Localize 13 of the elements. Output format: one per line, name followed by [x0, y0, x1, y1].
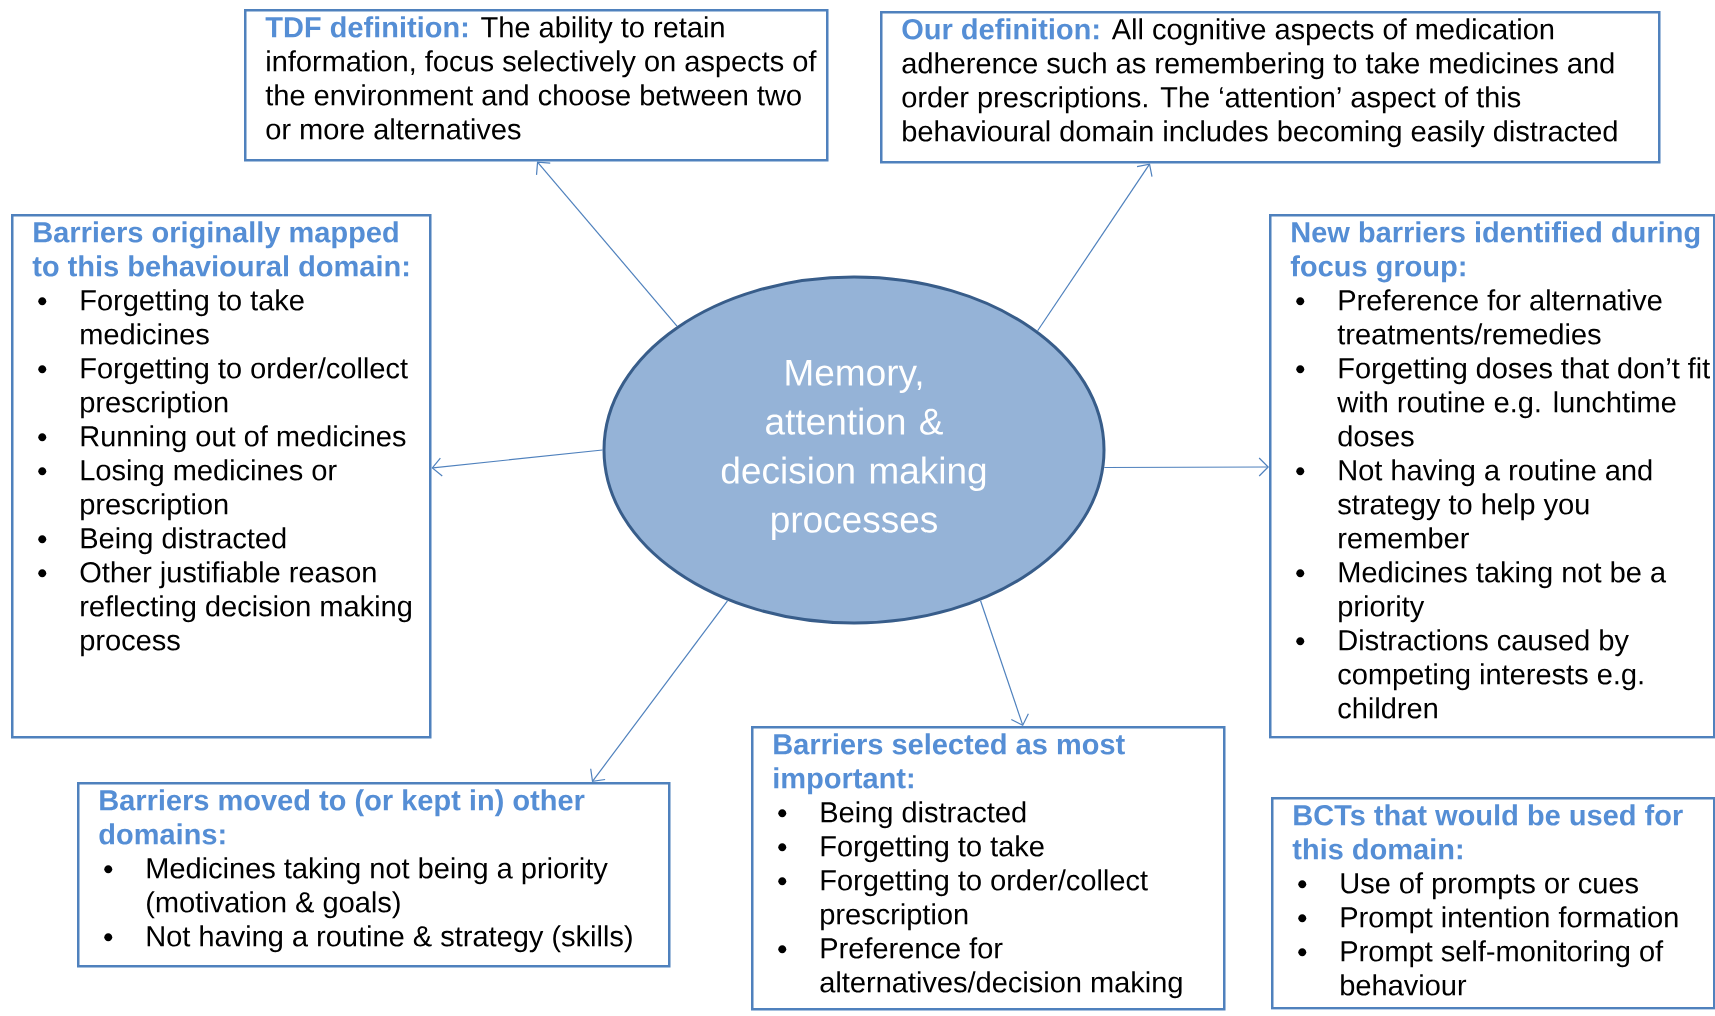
arrow [1103, 457, 1269, 477]
text-box: TDF definition: The ability to retain information, focus selectively on aspects of the environment and choose between two or more alternatives [244, 9, 829, 162]
text-box: Barriers originally mapped to this behavioural domain: Forgetting to take medicines Forgetting to order/collect prescription Running out of medicines Losing medicines or prescription Being distracted Other justifiable reason reflecting decision making process [11, 214, 432, 739]
arrow [1037, 163, 1153, 332]
text-box: BCTs that would be used for this domain: Use of prompts or cues Prompt intention formation Prompt self-monitoring of behaviour [1271, 797, 1715, 1010]
text-box: New barriers identified during focus group: Preference for alternative treatments/remedies Forgetting doses that don’t fit with routine e.g. lunchtime doses Not having a routine and strategy to help you remember Medicines taking not be a priority Distractions caused by competing interests e.g. children [1269, 214, 1715, 739]
text-box: Barriers moved to (or kept in) other domains: Medicines taking not being a priority (motivation & goals) Not having a routine & strategy (skills) [77, 782, 671, 968]
text-box: Our definition: All cognitive aspects of medication adherence such as remembering to take medicines and order prescriptions. The ‘attention’ aspect of this behavioural domain includes becoming easily distracted [880, 11, 1661, 164]
arrow [431, 449, 604, 477]
arrow [979, 600, 1029, 726]
arrow [590, 600, 729, 782]
arrow [535, 161, 678, 327]
text-box: Barriers selected as most important: Being distracted Forgetting to take Forgetting to order/collect prescription Preference for alternatives/decision making [751, 726, 1226, 1011]
